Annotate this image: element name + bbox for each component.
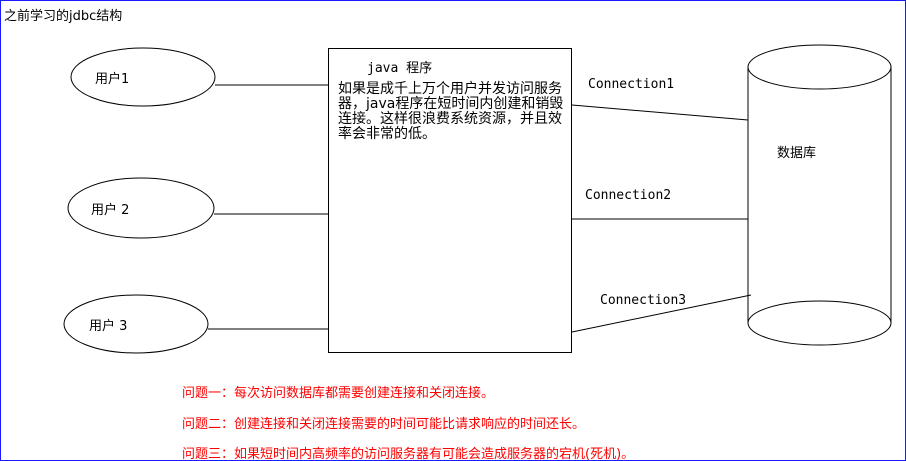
user-2-label: 用户 2 — [91, 203, 130, 218]
user-1-ellipse — [70, 47, 216, 107]
user-3-label: 用户 3 — [89, 319, 128, 334]
problem-1: 问题一：每次访问数据库都需要创建连接和关闭连接。 — [182, 386, 495, 401]
connection-3-label: Connection3 — [600, 293, 687, 308]
diagram-title: 之前学习的jdbc结构 — [4, 9, 123, 24]
database-cylinder — [747, 44, 892, 346]
java-program-box — [328, 48, 572, 353]
connection-3-line — [571, 294, 752, 333]
connection-1-label: Connection1 — [588, 77, 675, 92]
connection-2-label: Connection2 — [585, 188, 672, 203]
connection-1-line — [571, 104, 749, 121]
user-3-ellipse — [63, 294, 209, 354]
user-1-label: 用户1 — [95, 72, 130, 87]
java-program-description: 如果是成千上万个用户并发访问服务器，java程序在短时间内创建和销毁连接。这样很… — [338, 81, 564, 142]
problem-2: 问题二：创建连接和关闭连接需要的时间可能比请求响应的时间还长。 — [182, 417, 586, 432]
java-program-title: java 程序 — [367, 61, 433, 76]
database-label: 数据库 — [777, 146, 817, 161]
problem-3: 问题三：如果短时间内高频率的访问服务器有可能会造成服务器的宕机(死机)。 — [182, 447, 635, 461]
user-2-ellipse — [67, 177, 215, 239]
